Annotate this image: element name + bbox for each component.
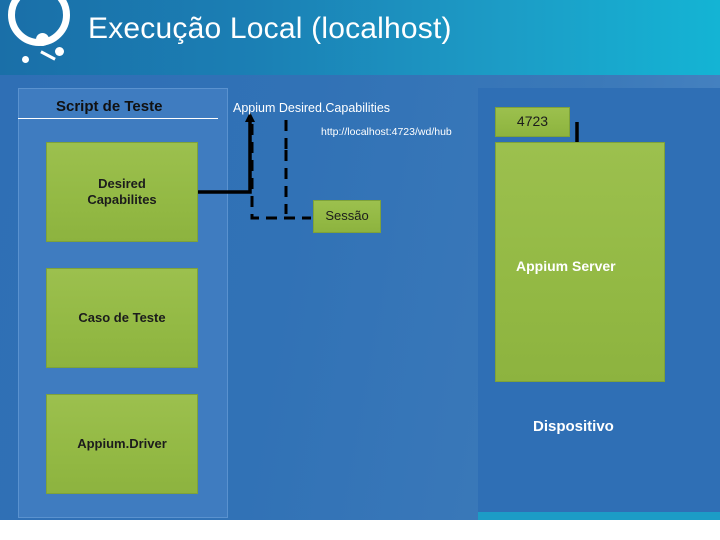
bottom-white-strip <box>0 520 720 540</box>
page-title: Execução Local (localhost) <box>88 12 452 45</box>
bottom-accent-bar <box>478 512 720 520</box>
box-appium-driver[interactable]: Appium.Driver <box>46 394 198 494</box>
box-desired-capabilities-line1: Desired <box>98 175 146 191</box>
logo-tail-icon <box>40 50 56 61</box>
label-appium-server: Appium Server <box>516 258 616 274</box>
logo-dot-medium-icon <box>55 47 64 56</box>
label-hub-url: http://localhost:4723/wd/hub <box>321 126 452 138</box>
script-de-teste-title: Script de Teste <box>56 98 163 115</box>
label-dispositivo: Dispositivo <box>533 418 614 435</box>
logo-dot-large-icon <box>36 33 49 46</box>
box-desired-capabilities-line2: Capabilites <box>87 192 157 207</box>
box-caso-de-teste[interactable]: Caso de Teste <box>46 268 198 368</box>
logo-dot-small-icon <box>22 56 29 63</box>
box-port-4723[interactable]: 4723 <box>495 107 570 137</box>
slide-header: Execução Local (localhost) <box>0 0 720 75</box>
script-de-teste-underline <box>18 118 218 119</box>
box-appium-server-area[interactable] <box>495 142 665 382</box>
label-appium-desired-capabilities: Appium Desired.Capabilities <box>233 101 391 115</box>
box-sessao[interactable]: Sessão <box>313 200 381 233</box>
box-desired-capabilities[interactable]: Desired Capabilites <box>46 142 198 242</box>
